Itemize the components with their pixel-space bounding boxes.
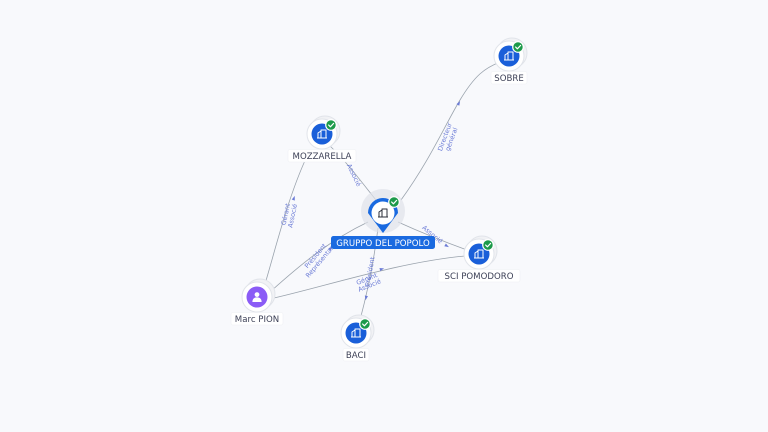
node-gruppo[interactable]: GRUPPO DEL POPOLO: [331, 189, 435, 249]
node-label: Marc PION: [235, 315, 279, 325]
edge-arrow-icon: [379, 268, 385, 272]
building-icon: [378, 208, 388, 218]
edge-arrow-icon: [444, 243, 449, 248]
edge-arrow-icon: [364, 295, 368, 301]
node-sci_pomodoro[interactable]: SCI POMODORO: [437, 235, 521, 283]
node-label-bg: [287, 149, 357, 163]
building-icon: [317, 129, 327, 139]
node-label: BACI: [346, 351, 366, 361]
nodes-layer: GRUPPO DEL POPOLO SOBRE MOZZARELLA SCI POMO…: [230, 37, 528, 362]
check-icon: [388, 196, 400, 208]
edge-line: [264, 149, 311, 285]
edge-line: [273, 255, 466, 299]
check-icon: [512, 41, 524, 53]
edge-line: [269, 221, 369, 293]
edge-arrow-icon: [456, 101, 461, 106]
node-label: SCI POMODORO: [445, 272, 514, 282]
edge-label: GérantAssocié: [354, 271, 382, 294]
edge-label: GérantAssocié: [279, 202, 299, 229]
edge-label: Associé: [345, 163, 363, 188]
node-mozzarella[interactable]: MOZZARELLA: [287, 115, 357, 163]
node-label: SOBRE: [494, 74, 524, 84]
building-icon: [351, 328, 361, 338]
node-label-bg: [490, 71, 528, 85]
node-baci[interactable]: BACI: [340, 314, 375, 362]
node-label-bg: [230, 312, 284, 326]
node-label: MOZZARELLA: [293, 152, 352, 162]
person-icon: [252, 292, 262, 302]
building-icon: [474, 249, 484, 259]
node-label-bg: [342, 348, 370, 362]
check-icon: [482, 239, 494, 251]
edge-gruppo-sobre[interactable]: Directeurgénéral: [400, 61, 501, 201]
node-label: GRUPPO DEL POPOLO: [336, 239, 430, 249]
edge-marc_pion-gruppo[interactable]: PrésidentReprésentant: [269, 221, 369, 293]
check-icon: [325, 119, 337, 131]
check-icon: [359, 318, 371, 330]
node-label-bg: [437, 269, 521, 283]
node-label-pill: [331, 236, 435, 249]
edge-arrow-icon: [291, 195, 295, 201]
building-icon: [504, 51, 514, 61]
node-marc_pion[interactable]: Marc PION: [230, 278, 284, 326]
edge-label: Directeurgénéral: [436, 121, 460, 154]
node-sobre[interactable]: SOBRE: [490, 37, 528, 85]
node-core: [371, 201, 395, 225]
